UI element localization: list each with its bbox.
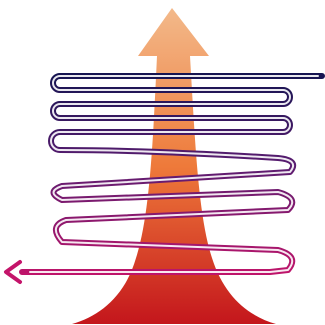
serpentine-line-core	[29, 75, 319, 273]
left-arrowhead	[4, 260, 22, 284]
upward-arrow	[72, 8, 276, 324]
